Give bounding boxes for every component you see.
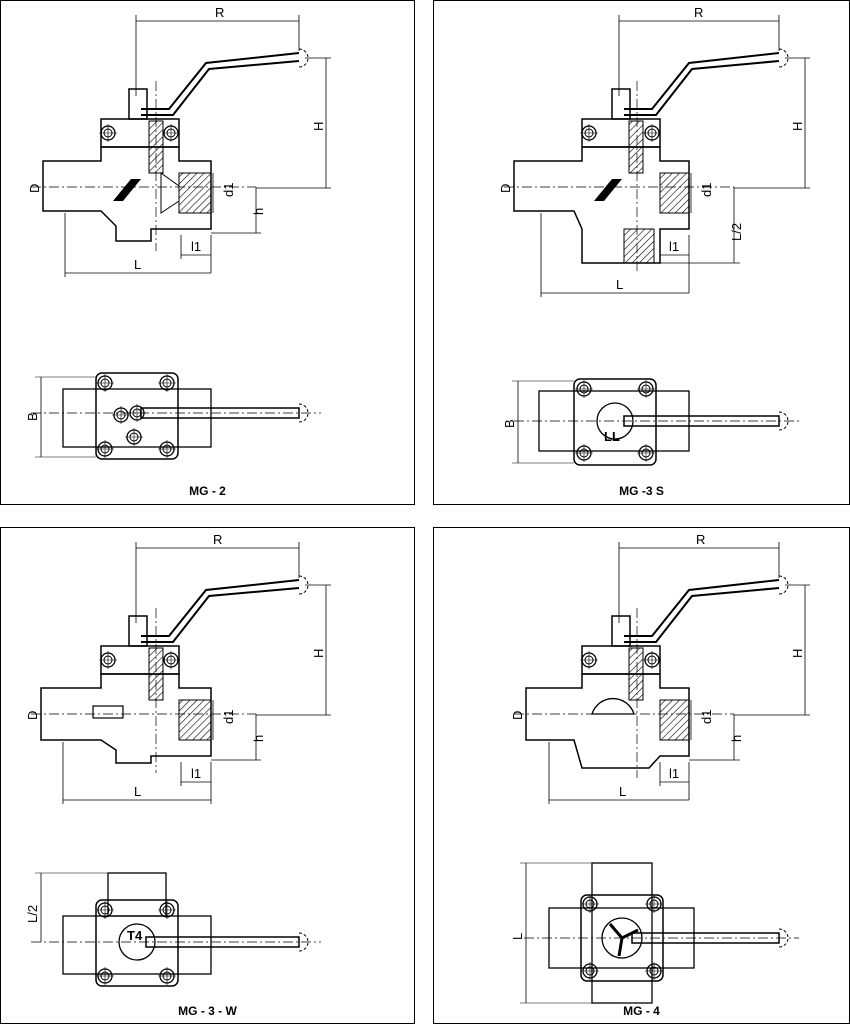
label-L: L xyxy=(619,784,626,799)
label-R: R xyxy=(215,5,224,20)
caption-mg-3w: MG - 3 - W xyxy=(178,1004,237,1018)
label-l1: l1 xyxy=(669,239,679,254)
label-H: H xyxy=(311,649,326,658)
label-B: B xyxy=(502,419,517,428)
label-Lside: L xyxy=(510,933,525,940)
label-R: R xyxy=(213,532,222,547)
label-H: H xyxy=(790,122,805,131)
label-D: D xyxy=(25,711,40,720)
drawing-mg-3s: R H D d1 L/2 l1 L xyxy=(498,5,810,466)
label-L2: L/2 xyxy=(25,905,40,923)
label-D: D xyxy=(27,184,42,193)
label-l1: l1 xyxy=(191,766,201,781)
label-port: T4 xyxy=(127,928,143,943)
drawing-mg-2: R H D d1 h l1 xyxy=(25,5,331,460)
label-port: LL xyxy=(604,429,620,444)
panel-mg-4: R H D d1 h l1 L xyxy=(433,527,850,1024)
label-d1: d1 xyxy=(699,710,714,724)
panel-mg-3s: R H D d1 L/2 l1 L xyxy=(433,0,850,505)
caption-mg-2: MG - 2 xyxy=(189,484,226,498)
label-L: L xyxy=(134,784,141,799)
label-l1: l1 xyxy=(669,766,679,781)
label-D: D xyxy=(510,711,525,720)
label-d1: d1 xyxy=(221,710,236,724)
drawing-mg-4: R H D d1 h l1 L xyxy=(510,532,810,1004)
label-d1: d1 xyxy=(699,183,714,197)
caption-mg-3s: MG -3 S xyxy=(619,484,664,498)
label-L: L xyxy=(134,257,141,272)
label-L: L xyxy=(616,277,623,292)
caption-mg-4: MG - 4 xyxy=(623,1004,660,1018)
label-l1: l1 xyxy=(191,239,201,254)
label-h: h xyxy=(251,735,266,742)
label-d1: d1 xyxy=(221,183,236,197)
label-h: h xyxy=(729,735,744,742)
panel-mg-2: R H D d1 h l1 xyxy=(0,0,415,505)
label-H: H xyxy=(790,649,805,658)
label-D: D xyxy=(498,184,513,193)
label-L2: L/2 xyxy=(729,223,744,241)
label-B: B xyxy=(25,412,40,421)
label-R: R xyxy=(696,532,705,547)
panel-mg-3w: R H D d1 h l1 L xyxy=(0,527,415,1024)
drawing-mg-3w: R H D d1 h l1 L xyxy=(25,532,331,987)
label-h: h xyxy=(251,208,266,215)
label-H: H xyxy=(311,122,326,131)
label-R: R xyxy=(694,5,703,20)
